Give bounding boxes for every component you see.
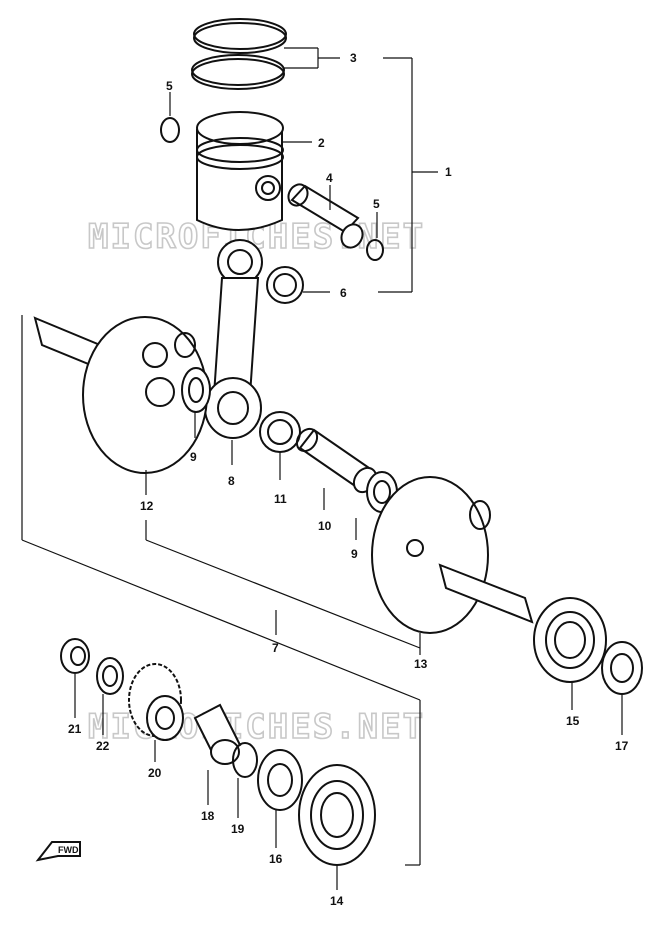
oil-seal-left (257, 749, 303, 848)
label-part-2: 2 (318, 136, 325, 150)
piston-rings (191, 18, 340, 90)
label-part-10: 10 (318, 519, 332, 533)
nut (60, 638, 90, 718)
label-part-5-right: 5 (373, 197, 380, 211)
label-part-16: 16 (269, 852, 283, 866)
label-part-13: 13 (414, 657, 428, 671)
piston-pin (287, 183, 364, 249)
bearing-left (298, 764, 376, 890)
label-part-19: 19 (231, 822, 245, 836)
label-part-9-right: 9 (351, 547, 358, 561)
small-end-bearing (266, 266, 330, 304)
label-part-21: 21 (68, 722, 82, 736)
bearing-right (533, 597, 607, 710)
drive-gear (128, 663, 184, 762)
crank-web-right (371, 476, 534, 655)
fwd-label: FWD (58, 845, 79, 855)
crank-web-left (33, 316, 208, 495)
label-part-22: 22 (96, 739, 110, 753)
label-part-7: 7 (272, 641, 279, 655)
label-part-4: 4 (326, 171, 333, 185)
group-bracket-1 (378, 57, 438, 293)
big-end-bearing (259, 411, 301, 480)
label-part-6: 6 (340, 286, 347, 300)
label-part-18: 18 (201, 809, 215, 823)
label-part-3: 3 (350, 51, 357, 65)
group-bracket-7 (21, 315, 421, 701)
label-part-5-left: 5 (166, 79, 173, 93)
thrust-washer-left (181, 367, 211, 438)
o-ring (232, 742, 258, 818)
label-part-15: 15 (566, 714, 580, 728)
label-part-14: 14 (330, 894, 344, 908)
oil-seal-right (601, 641, 643, 735)
label-part-20: 20 (148, 766, 162, 780)
washer (96, 657, 124, 735)
label-part-12: 12 (140, 499, 154, 513)
label-part-1: 1 (445, 165, 452, 179)
label-part-11: 11 (274, 492, 287, 506)
circlip-left (160, 92, 180, 143)
label-part-9-left: 9 (190, 450, 197, 464)
label-part-17: 17 (615, 739, 629, 753)
connecting-rod (204, 239, 263, 465)
label-part-8: 8 (228, 474, 235, 488)
lower-bracket (405, 700, 421, 866)
piston (196, 111, 312, 231)
fwd-arrow-icon: FWD (35, 841, 81, 862)
circlip-right (366, 212, 384, 261)
